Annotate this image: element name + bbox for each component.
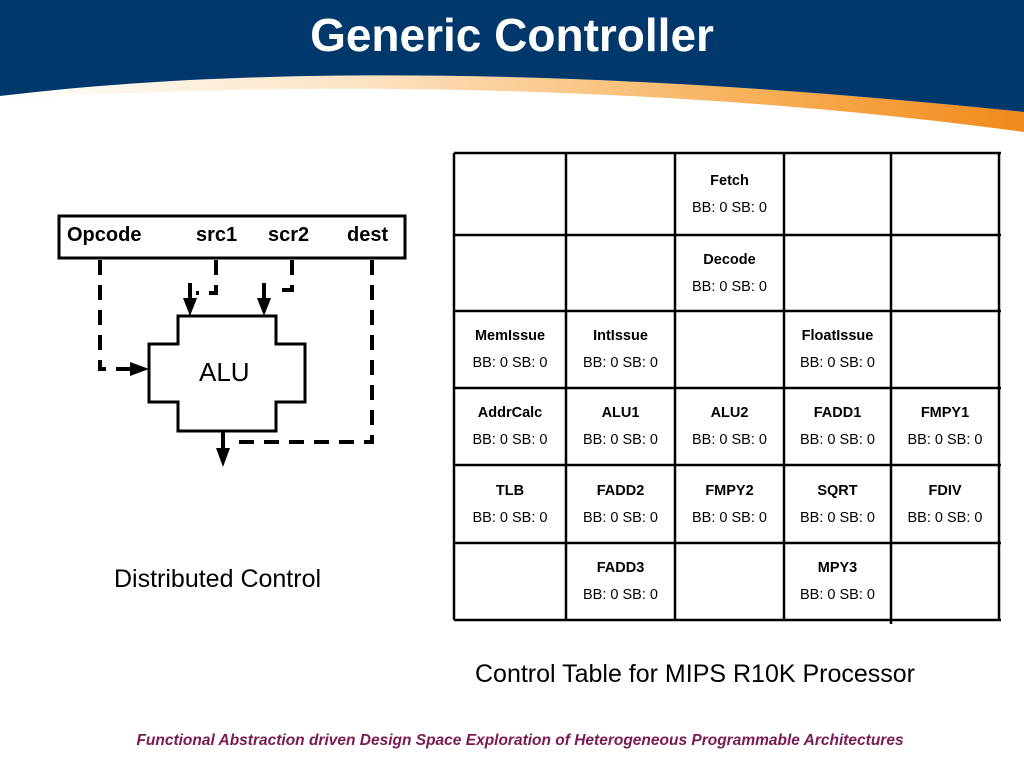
alu-label: ALU <box>199 357 250 387</box>
table-cell-tlb: TLB BB: 0 SB: 0 <box>454 482 566 527</box>
src1-arrowhead <box>183 298 197 316</box>
cell-status: BB: 0 SB: 0 <box>472 432 548 448</box>
cell-status: BB: 0 SB: 0 <box>692 510 767 526</box>
cell-status: BB: 0 SB: 0 <box>472 355 548 371</box>
cell-unit-name: FloatIssue <box>801 328 874 344</box>
cell-status: BB: 0 SB: 0 <box>472 510 548 526</box>
src2-control-line <box>274 260 294 292</box>
output-arrowhead <box>216 448 230 467</box>
cell-unit-name: FADD2 <box>596 483 645 499</box>
cell-status: BB: 0 SB: 0 <box>692 279 767 295</box>
header-band <box>0 0 1024 132</box>
table-cell-sqrt: SQRT BB: 0 SB: 0 <box>784 482 891 527</box>
cell-unit-name: IntIssue <box>593 328 648 344</box>
slide-title: Generic Controller <box>310 9 714 61</box>
distributed-control-caption: Distributed Control <box>114 565 322 593</box>
src2-field: scr2 <box>268 224 310 246</box>
cell-unit-name: FDIV <box>928 483 962 499</box>
control-table-grid <box>452 151 1001 624</box>
cell-unit-name: MemIssue <box>474 328 546 344</box>
src1-control-line <box>196 260 218 295</box>
cell-unit-name: ALU2 <box>710 405 749 421</box>
control-table-caption: Control Table for MIPS R10K Processor <box>475 660 916 688</box>
cell-status: BB: 0 SB: 0 <box>907 432 983 448</box>
cell-status: BB: 0 SB: 0 <box>692 200 767 216</box>
table-cell-fdiv: FDIV BB: 0 SB: 0 <box>891 482 999 527</box>
dest-field: dest <box>347 224 389 246</box>
cell-status: BB: 0 SB: 0 <box>800 355 875 371</box>
opcode-control-line <box>98 260 132 371</box>
cell-unit-name: SQRT <box>817 483 858 499</box>
cell-unit-name: ALU1 <box>601 405 640 421</box>
cell-status: BB: 0 SB: 0 <box>583 510 658 526</box>
cell-status: BB: 0 SB: 0 <box>800 432 875 448</box>
cell-unit-name: FMPY2 <box>705 483 754 499</box>
cell-status: BB: 0 SB: 0 <box>583 587 658 603</box>
cell-unit-name: AddrCalc <box>477 405 543 421</box>
opcode-field: Opcode <box>67 224 142 246</box>
header-blue-band <box>0 0 1024 112</box>
alu-block <box>147 314 307 433</box>
src1-field: src1 <box>196 224 238 246</box>
cell-unit-name: Fetch <box>710 173 749 189</box>
cell-status: BB: 0 SB: 0 <box>692 432 767 448</box>
src2-arrowhead <box>257 298 271 316</box>
cell-unit-name: FADD1 <box>813 405 862 421</box>
cell-status: BB: 0 SB: 0 <box>800 587 875 603</box>
cell-unit-name: FADD3 <box>596 560 645 576</box>
cell-unit-name: MPY3 <box>817 560 858 576</box>
cell-unit-name: FMPY1 <box>920 405 970 421</box>
cell-status: BB: 0 SB: 0 <box>907 510 983 526</box>
cell-unit-name: TLB <box>495 483 525 499</box>
header-swoosh <box>0 75 1024 132</box>
cell-status: BB: 0 SB: 0 <box>583 432 658 448</box>
footer-text: Functional Abstraction driven Design Spa… <box>136 732 904 749</box>
cell-unit-name: Decode <box>703 252 756 268</box>
cell-status: BB: 0 SB: 0 <box>583 355 658 371</box>
dest-control-line <box>230 260 374 444</box>
opcode-arrowhead <box>130 362 149 376</box>
instruction-format-box <box>57 214 407 260</box>
cell-status: BB: 0 SB: 0 <box>800 510 875 526</box>
